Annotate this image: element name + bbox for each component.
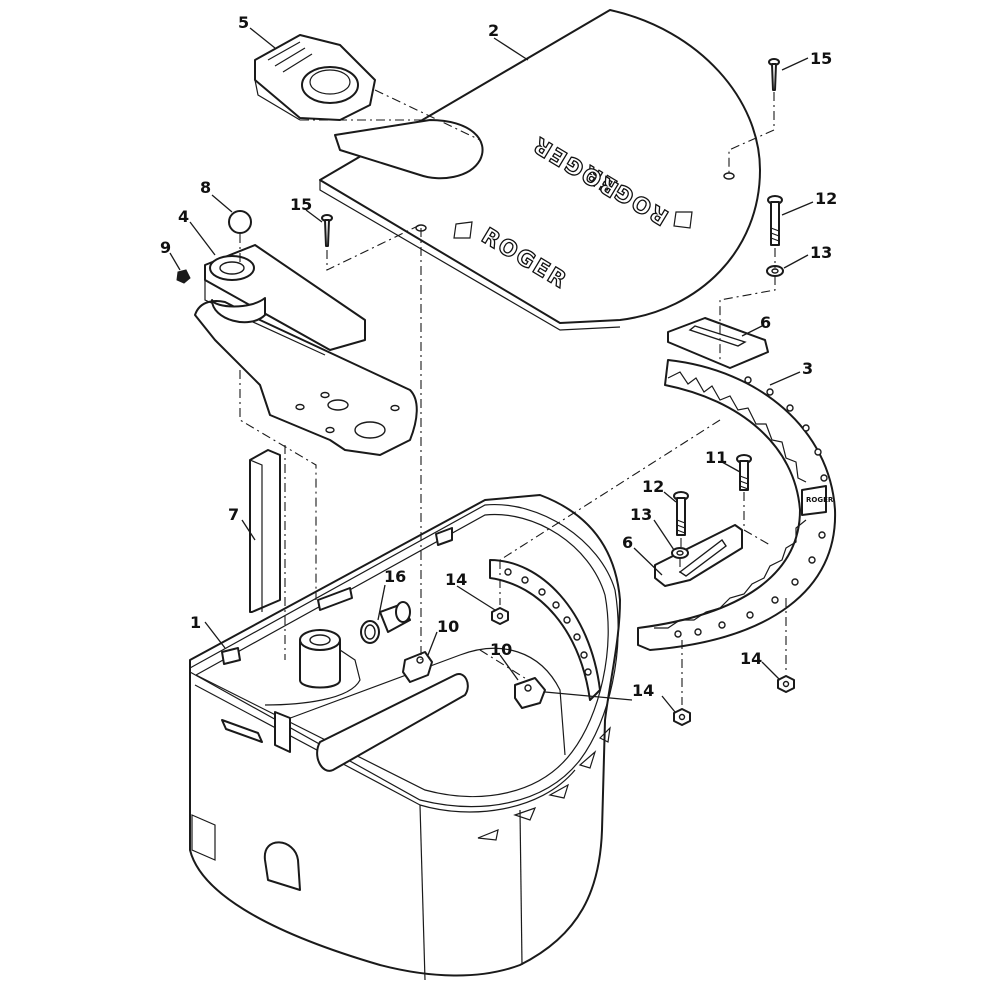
callout-13-upper: 13 [810,243,832,262]
release-handle [254,34,376,121]
callout-13-lower: 13 [630,505,652,524]
nut-inside [491,607,509,625]
bushing [360,601,411,644]
knob-ball [228,210,252,234]
callout-14-inside: 14 [445,570,467,589]
callout-14-right: 14 [740,649,762,668]
housing-box [189,494,621,981]
callout-4: 4 [178,207,189,226]
bolt-upper [767,195,783,246]
cover-logo-square-front [453,221,473,239]
callout-3: 3 [802,359,813,378]
callout-6-lower: 6 [622,533,633,552]
cover-logo-square-side [673,211,693,229]
adjust-stop-lower [654,524,743,587]
screw-cover-right [768,58,780,91]
toothed-sector: ROGER [637,359,837,651]
callout-6-upper: 6 [760,313,771,332]
callout-7: 7 [228,505,239,524]
nut-right [777,675,795,693]
limit-stop-left [402,651,433,683]
callout-5: 5 [238,13,249,32]
small-nut [176,269,191,284]
bolt-lower [673,491,689,536]
sector-brand: ROGER [806,496,834,504]
bolt-short [736,454,752,491]
adjust-stop-upper [667,317,769,369]
callout-9: 9 [160,238,171,257]
lever-bracket [194,244,418,456]
plate-insert [249,449,281,613]
nut-lower [673,708,691,726]
callout-15-right: 15 [810,49,832,68]
callout-16: 16 [384,567,406,586]
callout-2: 2 [488,21,499,40]
callout-12-upper: 12 [815,189,837,208]
callout-10-left: 10 [437,617,459,636]
cover-plate: ROGER ROGER ROGER [319,9,761,331]
callout-11: 11 [705,448,727,467]
callout-14-lower-left: 14 [632,681,654,700]
callout-10-right: 10 [490,640,512,659]
screw-cover-left [321,214,333,247]
callouts: 2 5 15 15 8 4 9 12 13 6 3 11 12 13 6 7 1… [160,13,837,713]
limit-stop-right [514,677,546,709]
assembly-lines [239,89,787,705]
callout-8: 8 [200,178,211,197]
callout-1: 1 [190,613,201,632]
callout-12-lower: 12 [642,477,664,496]
callout-15-left: 15 [290,195,312,214]
